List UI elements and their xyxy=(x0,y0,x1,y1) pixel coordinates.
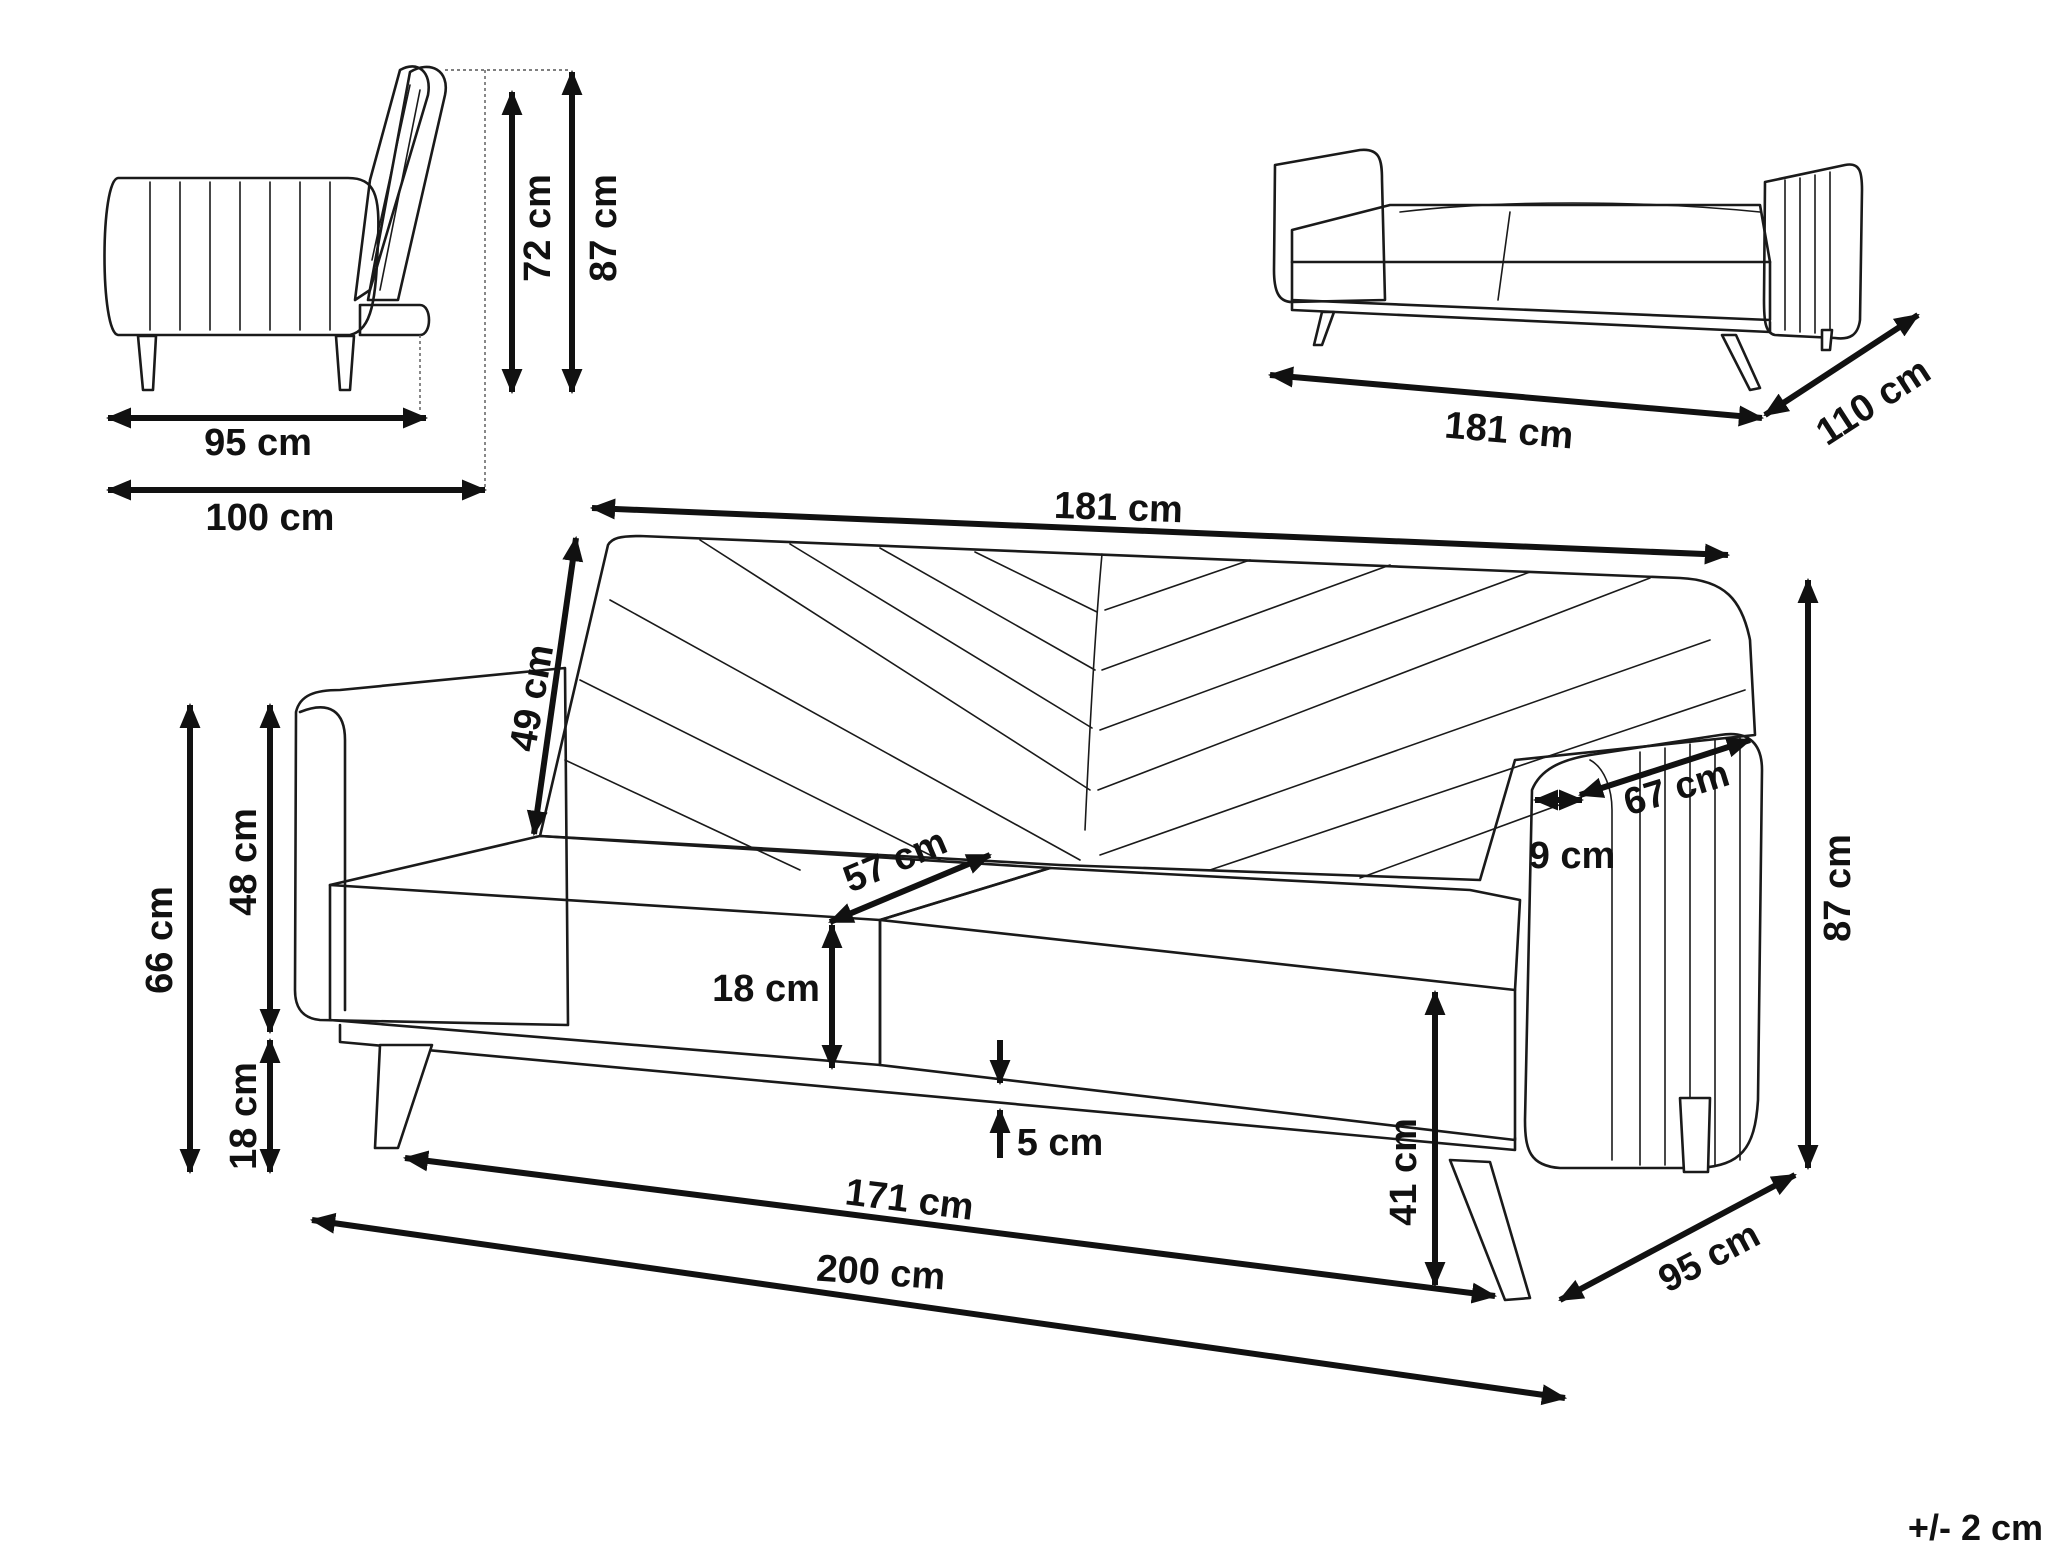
label-total-height: 87 cm xyxy=(1817,834,1859,942)
tolerance-note: +/- 2 cm xyxy=(1908,1507,2043,1548)
dim-seat-depth xyxy=(828,852,992,925)
label-side-total-height: 87 cm xyxy=(583,174,625,282)
label-arm-lower-height: 18 cm xyxy=(223,1062,265,1170)
dim-arm-length xyxy=(1578,737,1752,798)
dim-back-height xyxy=(526,535,584,837)
label-gap-bottom: 5 cm xyxy=(1017,1122,1104,1164)
dim-back-width xyxy=(589,498,1731,565)
label-arm-upper-height: 48 cm xyxy=(223,808,265,916)
label-cushion-height: 18 cm xyxy=(712,968,820,1010)
label-total-width: 200 cm xyxy=(815,1248,947,1299)
label-seat-height: 41 cm xyxy=(1383,1118,1425,1226)
label-bed-width: 181 cm xyxy=(1443,405,1575,458)
label-arm-outer-height: 66 cm xyxy=(139,886,181,994)
dim-total-width xyxy=(309,1212,1568,1406)
label-side-total-depth: 100 cm xyxy=(206,497,335,539)
dim-bed-width xyxy=(1267,366,1765,427)
label-bed-depth: 110 cm xyxy=(1809,350,1938,454)
dimension-lines xyxy=(105,69,1920,1406)
label-side-back-height: 72 cm xyxy=(517,174,559,282)
label-back-height: 49 cm xyxy=(502,641,562,754)
label-arm-width: 9 cm xyxy=(1529,835,1616,877)
label-side-seat-depth: 95 cm xyxy=(204,422,312,464)
bed-view-drawing xyxy=(1272,148,1864,392)
dim-bed-depth xyxy=(1763,312,1920,418)
label-seat-depth: 57 cm xyxy=(838,821,954,902)
label-total-depth: 95 cm xyxy=(1652,1214,1767,1302)
side-view-drawing xyxy=(103,65,570,490)
label-back-width: 181 cm xyxy=(1053,485,1183,531)
dim-inner-width xyxy=(402,1150,1498,1304)
label-inner-width: 171 cm xyxy=(843,1171,976,1228)
dim-total-depth xyxy=(1558,1172,1797,1303)
main-sofa-drawing xyxy=(293,534,1764,1302)
